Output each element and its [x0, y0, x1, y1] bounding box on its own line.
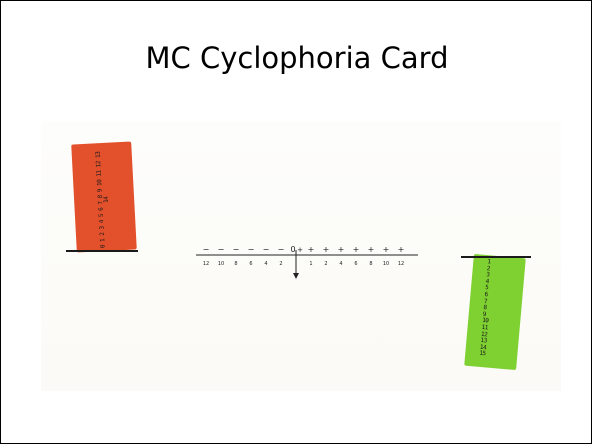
- cyclophoria-scale: −12−10−8−6−4−20++1+2+4+6+8+10+12: [196, 244, 418, 284]
- scale-plus-sign: +: [308, 245, 315, 254]
- scale-right-label: 10: [383, 261, 389, 267]
- scale-plus-sign: +: [383, 245, 390, 254]
- scale-minus-sign: −: [233, 245, 240, 254]
- scale-plus-sign: +: [368, 245, 375, 254]
- red-strip-numbers: 0 1 2 3 4 5 6 7 8 9 10 11 12 13 14: [95, 149, 112, 251]
- scale-right-label: 12: [398, 261, 404, 267]
- scale-left-label: 8: [234, 261, 237, 267]
- scale-left-label: 2: [279, 261, 282, 267]
- scale-plus-sign: +: [353, 245, 360, 254]
- scale-plus-sign: +: [323, 245, 330, 254]
- scale-zero-plus: +: [297, 246, 303, 254]
- scale-right-label: 6: [354, 261, 357, 267]
- green-strip-baseline: [461, 256, 531, 258]
- scale-left-label: 4: [264, 261, 267, 267]
- slide-title: MC Cyclophoria Card: [1, 41, 592, 75]
- scale-right-label: 4: [339, 261, 342, 267]
- red-card-strip: 0 1 2 3 4 5 6 7 8 9 10 11 12 13 14: [71, 142, 137, 253]
- scale-left-label: 12: [203, 261, 209, 267]
- scale-plus-sign: +: [398, 245, 405, 254]
- scale-zero-label: 0: [290, 245, 295, 254]
- scale-right-label: 1: [309, 261, 312, 267]
- green-strip-number: 15: [479, 351, 486, 358]
- red-strip-baseline: [66, 250, 138, 252]
- scale-left-label: 10: [218, 261, 224, 267]
- scale-left-label: 6: [249, 261, 252, 267]
- scale-minus-sign: −: [218, 245, 225, 254]
- scale-plus-sign: +: [338, 245, 345, 254]
- scale-minus-sign: −: [263, 245, 270, 254]
- scale-right-label: 2: [324, 261, 327, 267]
- scale-minus-sign: −: [248, 245, 255, 254]
- scale-minus-sign: −: [278, 245, 285, 254]
- scale-arrow-head: [293, 273, 299, 279]
- scale-minus-sign: −: [203, 245, 210, 254]
- scale-right-label: 8: [369, 261, 372, 267]
